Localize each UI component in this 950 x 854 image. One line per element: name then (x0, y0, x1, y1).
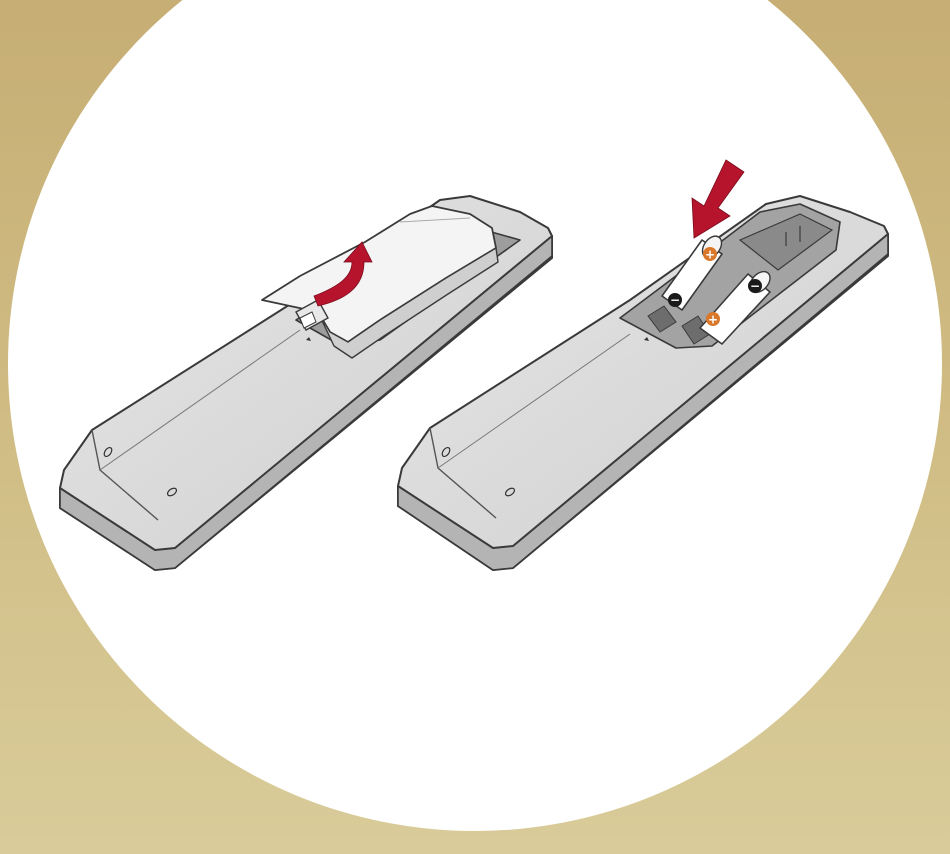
svg-text:−: − (750, 279, 760, 293)
curved-up-arrow-icon (313, 241, 373, 307)
svg-text:+: + (705, 248, 715, 262)
battery-icon: + − (661, 235, 723, 311)
battery-icon: − + (699, 270, 771, 345)
svg-text:+: + (708, 313, 718, 327)
svg-text:−: − (670, 293, 680, 307)
down-arrow-icon (691, 159, 745, 239)
battery-cover (261, 205, 499, 359)
